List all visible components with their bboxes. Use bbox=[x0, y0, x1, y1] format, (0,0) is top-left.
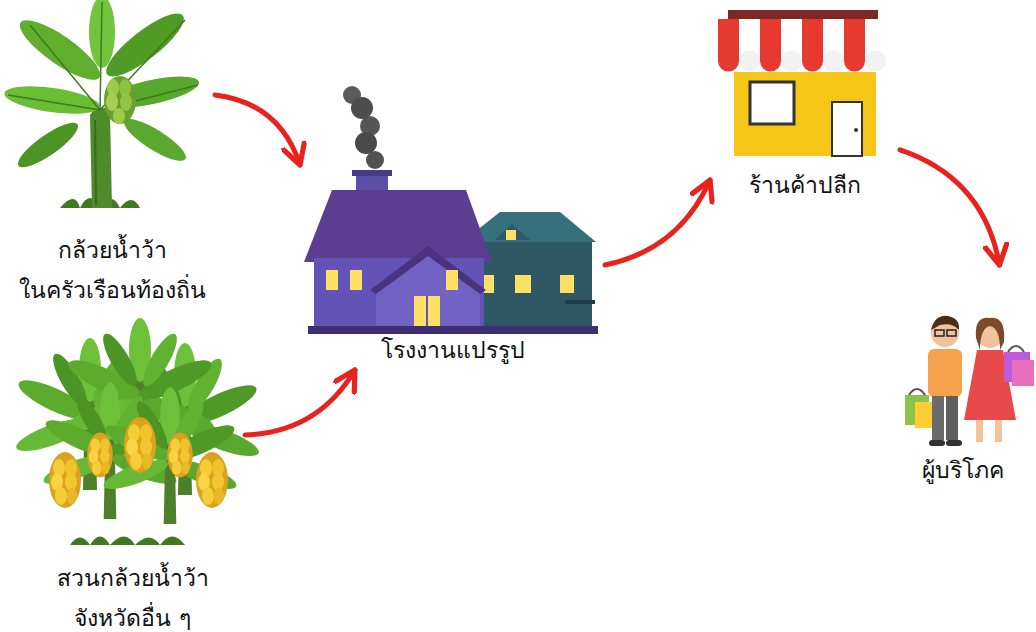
banana-tree-part bbox=[106, 93, 118, 111]
banana-tree bbox=[3, 0, 202, 208]
illustrated-node: ผู้บริโภค bbox=[890, 265, 1036, 495]
illustrated-node: กล้วยน้ำว้า ในครัวเรือนท้องถิ่น bbox=[10, 10, 215, 310]
retail-shop-part bbox=[854, 128, 858, 132]
banana-plantation-part bbox=[70, 537, 185, 546]
node-caption-box: โรงงานแปรรูป bbox=[300, 330, 605, 370]
node-caption-box: กล้วยน้ำว้า ในครัวเรือนท้องถิ่น bbox=[10, 230, 215, 310]
consumers-part bbox=[909, 389, 925, 395]
flow-arrow bbox=[900, 150, 1000, 265]
retail-shop-part bbox=[750, 82, 794, 124]
retail-shop-part bbox=[728, 10, 878, 19]
factory-part bbox=[350, 270, 362, 290]
banana-plantation-part bbox=[101, 387, 240, 524]
consumers-part bbox=[928, 349, 962, 397]
factory-part bbox=[351, 97, 373, 119]
banana-tree-part bbox=[104, 76, 136, 124]
consumers-part bbox=[947, 330, 956, 336]
banana-plantation-part bbox=[167, 433, 193, 478]
illustrated-node: ร้านค้าปลีก bbox=[710, 5, 900, 210]
factory-part bbox=[355, 132, 377, 154]
retail-shop-part bbox=[781, 51, 802, 72]
banana-tree-part bbox=[8, 2, 198, 110]
node-caption: กล้วยน้ำว้า ในครัวเรือนท้องถิ่น bbox=[10, 230, 215, 310]
banana-plantation-part bbox=[124, 417, 156, 473]
consumers-part bbox=[946, 396, 958, 440]
consumers bbox=[905, 316, 1034, 446]
consumers-part bbox=[1008, 346, 1024, 352]
consumers-part bbox=[929, 440, 945, 446]
banana-plantation-part bbox=[87, 433, 113, 478]
node-caption: ร้านค้าปลีก bbox=[710, 165, 900, 205]
factory bbox=[304, 86, 598, 334]
retail-shop-part bbox=[832, 102, 862, 156]
banana-plantation-part bbox=[196, 452, 228, 508]
node-caption: ผู้บริโภค bbox=[890, 450, 1036, 490]
banana-tree-part bbox=[120, 93, 132, 111]
consumers-part bbox=[995, 420, 1002, 442]
retail-shop-part bbox=[844, 51, 865, 72]
retail-shop-part bbox=[734, 72, 876, 156]
consumers-part bbox=[976, 420, 983, 442]
factory-part bbox=[304, 190, 492, 262]
factory-part bbox=[560, 275, 574, 293]
factory-part bbox=[370, 246, 486, 294]
consumers-part bbox=[935, 330, 944, 336]
factory-part bbox=[308, 326, 598, 334]
retail-shop-part bbox=[802, 51, 823, 72]
retail-shop-part bbox=[760, 51, 781, 72]
retail-shop-part bbox=[865, 51, 886, 72]
factory-part bbox=[515, 275, 531, 293]
illustrated-node: สวนกล้วยน้ำว้า จังหวัดอื่น ๆ bbox=[20, 330, 245, 630]
illustrated-node: โรงงานแปรรูป bbox=[300, 80, 605, 370]
flow-arrow bbox=[215, 95, 300, 165]
consumers-part bbox=[1012, 360, 1034, 386]
banana-tree-part bbox=[13, 116, 83, 174]
consumers-part bbox=[932, 396, 944, 440]
consumers-part bbox=[946, 440, 962, 446]
flow-arrow bbox=[605, 180, 710, 265]
consumers-part bbox=[976, 318, 1004, 350]
banana-plantation bbox=[13, 318, 262, 545]
factory-part bbox=[366, 151, 384, 169]
flow-arrow bbox=[245, 370, 355, 435]
node-caption-box: ผู้บริโภค bbox=[890, 450, 1036, 490]
retail-shop-part bbox=[739, 51, 760, 72]
node-caption: โรงงานแปรรูป bbox=[303, 330, 603, 370]
consumers-part bbox=[931, 316, 959, 330]
banana-tree-part bbox=[119, 112, 191, 167]
banana-tree-part bbox=[95, 120, 96, 205]
factory-part bbox=[376, 250, 480, 330]
factory-part bbox=[506, 230, 516, 240]
factory-part bbox=[352, 170, 392, 176]
factory-part bbox=[446, 270, 458, 290]
factory-part bbox=[565, 300, 595, 304]
banana-plantation-part bbox=[49, 452, 81, 508]
banana-tree-part bbox=[113, 108, 125, 124]
node-caption-box: ร้านค้าปลีก bbox=[710, 165, 900, 205]
factory-part bbox=[426, 296, 428, 326]
node-caption-box: สวนกล้วยน้ำว้า จังหวัดอื่น ๆ bbox=[20, 558, 245, 632]
retail-shop-part bbox=[718, 51, 739, 72]
factory-part bbox=[326, 270, 338, 290]
factory-part bbox=[414, 296, 440, 326]
retail-shop-part bbox=[823, 51, 844, 72]
banana-tree-part bbox=[3, 81, 101, 118]
retail-shop bbox=[718, 10, 888, 156]
factory-part bbox=[495, 224, 530, 240]
banana-tree-part bbox=[90, 108, 112, 209]
node-caption: สวนกล้วยน้ำว้า จังหวัดอื่น ๆ bbox=[40, 558, 225, 632]
